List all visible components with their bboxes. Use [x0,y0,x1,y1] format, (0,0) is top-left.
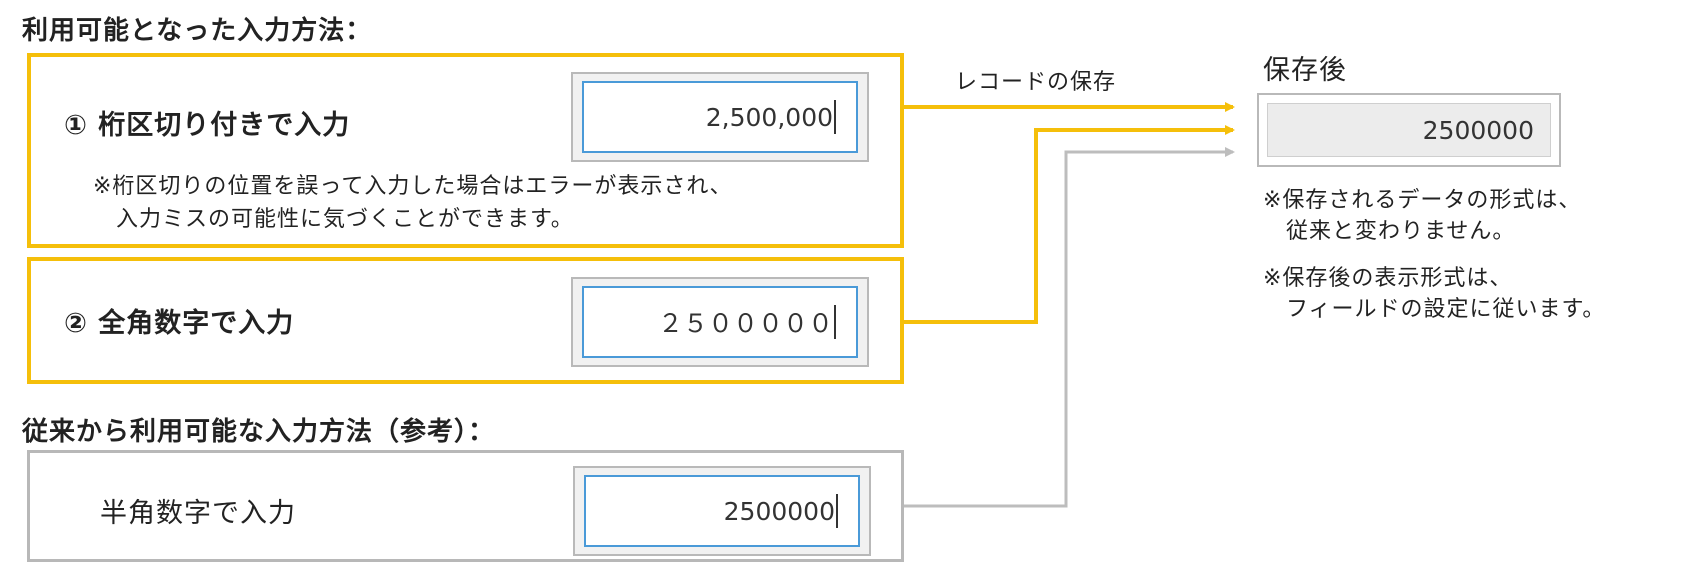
saved-note-format: ※保存されるデータの形式は、 従来と変わりません。 [1263,188,1582,244]
number-input[interactable]: ２５０００００ [582,286,858,358]
text-caret [834,100,836,134]
arrow-method-legacy [904,147,1235,508]
heading-new-methods: 利用可能となった入力方法： [22,16,373,46]
method-note: ※桁区切りの位置を誤って入力した場合はエラーが表示され、 入力ミスの可能性に気づ… [93,174,733,232]
heading-legacy-methods: 従来から利用可能な入力方法（参考）： [22,417,496,447]
method-title: 半角数字で入力 [100,498,296,529]
saved-value-field: 2500000 [1267,103,1551,157]
saved-title: 保存後 [1263,55,1347,86]
method-title: ① 桁区切り付きで入力 [64,110,351,141]
text-caret [836,494,838,528]
arrow-method-2 [904,125,1235,324]
input-frame: 2,500,000 [571,72,869,162]
input-frame: ２５０００００ [571,277,869,367]
method-box-fullwidth: ② 全角数字で入力 ２５０００００ [27,257,904,384]
method-box-halfwidth: 半角数字で入力 2500000 [27,450,904,562]
method-box-separator: ① 桁区切り付きで入力 2,500,000 ※桁区切りの位置を誤って入力した場合… [27,53,904,248]
input-value: 2500000 [723,496,835,526]
input-value: ２５０００００ [657,309,833,338]
saved-field-frame: 2500000 [1257,93,1561,167]
input-frame: 2500000 [573,466,871,556]
input-value: 2,500,000 [705,102,833,132]
saved-note-display: ※保存後の表示形式は、 フィールドの設定に従います。 [1263,266,1606,322]
arrow-label: レコードの保存 [955,70,1117,95]
text-caret [834,305,836,339]
saved-value: 2500000 [1422,115,1534,145]
method-title: ② 全角数字で入力 [64,308,295,339]
number-input[interactable]: 2,500,000 [582,81,858,153]
number-input[interactable]: 2500000 [584,475,860,547]
